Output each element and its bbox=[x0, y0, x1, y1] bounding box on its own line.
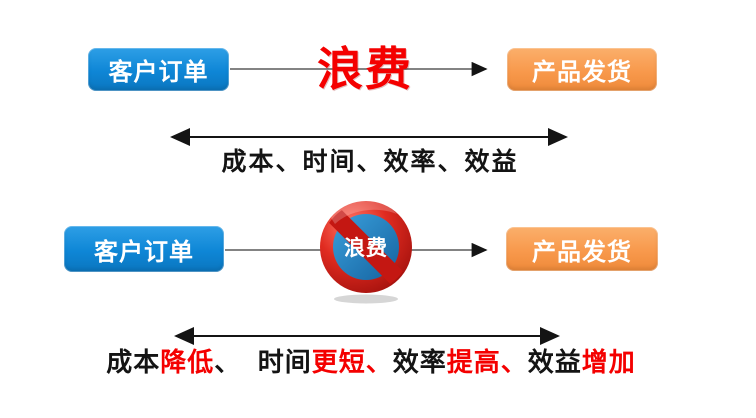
badge-shadow bbox=[334, 294, 398, 304]
waste-label-top: 浪费 bbox=[317, 43, 413, 95]
customer-order-label-top: 客户订单 bbox=[108, 59, 209, 86]
customer-order-box-top: 客户订单 bbox=[88, 48, 229, 91]
badge-gloss bbox=[331, 199, 397, 224]
metrics-text-top: 成本、时间、效率、效益 bbox=[221, 148, 519, 176]
metric-segment: 、 bbox=[214, 347, 242, 377]
metric-segment: 效率 bbox=[392, 347, 447, 377]
no-waste-prohibition-icon: 浪费 bbox=[320, 199, 412, 304]
improved-metrics-text: 成本降低、 时间更短、效率提高、效益增加 bbox=[0, 342, 742, 379]
metric-segment bbox=[241, 347, 257, 377]
product-shipping-box-bottom: 产品发货 bbox=[506, 227, 658, 271]
product-shipping-label-bottom: 产品发货 bbox=[532, 238, 632, 266]
metric-segment: 提高 bbox=[446, 347, 501, 377]
customer-order-label-bottom: 客户订单 bbox=[94, 238, 194, 266]
metric-segment: 时间 bbox=[257, 347, 312, 377]
product-shipping-label-top: 产品发货 bbox=[532, 59, 632, 86]
customer-order-box-bottom: 客户订单 bbox=[64, 226, 224, 272]
metric-segment: 成本 bbox=[106, 347, 161, 377]
metric-segment: 降低 bbox=[160, 347, 215, 377]
metric-segment: 增加 bbox=[581, 347, 636, 377]
metric-segment: 、 bbox=[365, 347, 393, 377]
metric-segment: 效益 bbox=[527, 347, 582, 377]
badge-slash bbox=[322, 203, 410, 291]
metric-segment: 、 bbox=[500, 347, 528, 377]
product-shipping-box-top: 产品发货 bbox=[507, 48, 657, 91]
metric-segment: 更短 bbox=[311, 347, 366, 377]
no-waste-badge-label: 浪费 bbox=[344, 236, 388, 260]
